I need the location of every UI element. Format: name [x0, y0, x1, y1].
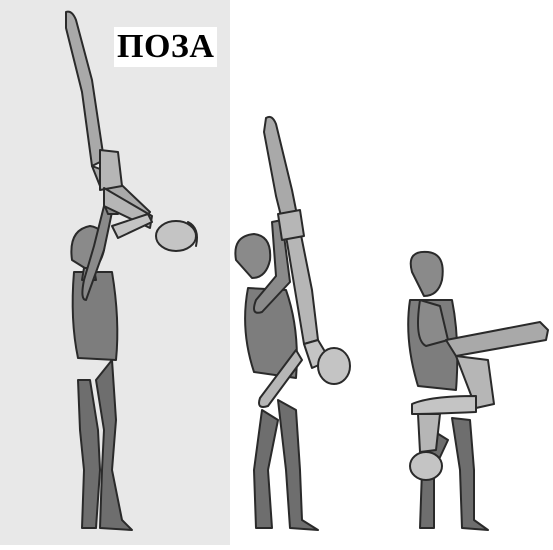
pose-label: ПОЗА [114, 27, 217, 67]
highlight-panel [0, 0, 230, 545]
figure-group-3 [408, 252, 548, 530]
figure-group-2 [235, 117, 350, 530]
